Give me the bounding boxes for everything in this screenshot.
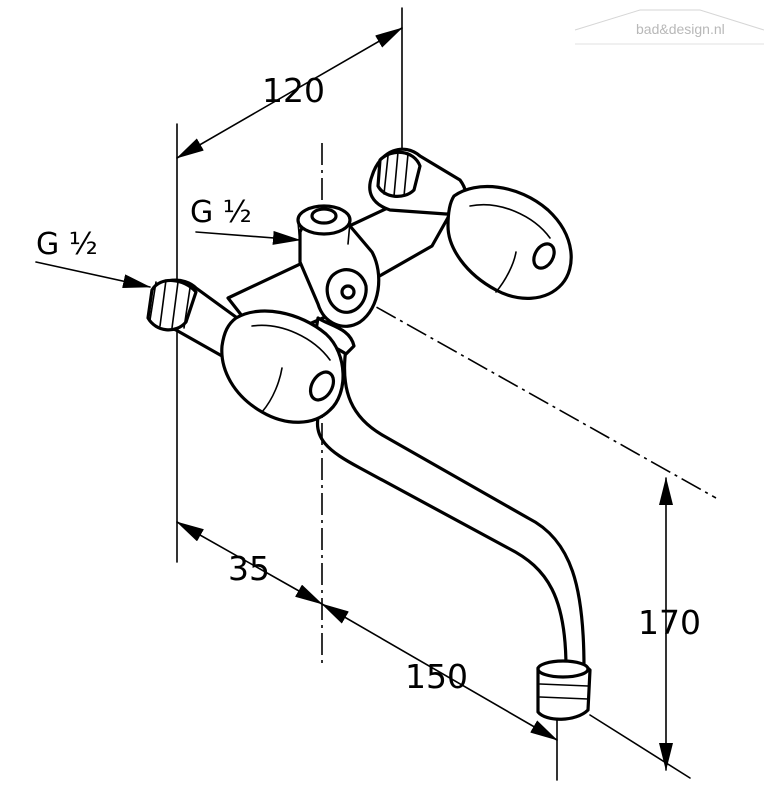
dimension-line-150 [321,603,558,741]
watermark-logo: bad&design.nl [574,9,764,45]
dimension-label-35: 35 [228,549,270,588]
left-valve-connection-nut [146,278,198,332]
dimension-line-35 [176,521,323,605]
right-valve-handle [446,184,573,300]
dimension-lines [35,27,691,779]
horizontal-axis-line [345,289,717,499]
spout [315,346,592,721]
spout-height-reference-line [589,714,691,779]
left-valve [146,278,345,424]
leader-left-connection [35,261,151,289]
dimension-labels: 120 35 150 170 G ½ G ½ [36,71,701,696]
watermark-text: bad&design.nl [636,21,725,37]
left-connection-label: G ½ [36,227,98,262]
rear-connection-label: G ½ [190,195,252,230]
dimension-label-170: 170 [638,603,701,642]
dimension-label-120: 120 [262,71,325,110]
dimension-label-150: 150 [405,657,468,696]
dimension-line-120 [176,27,403,159]
leader-rear-connection [195,230,301,245]
